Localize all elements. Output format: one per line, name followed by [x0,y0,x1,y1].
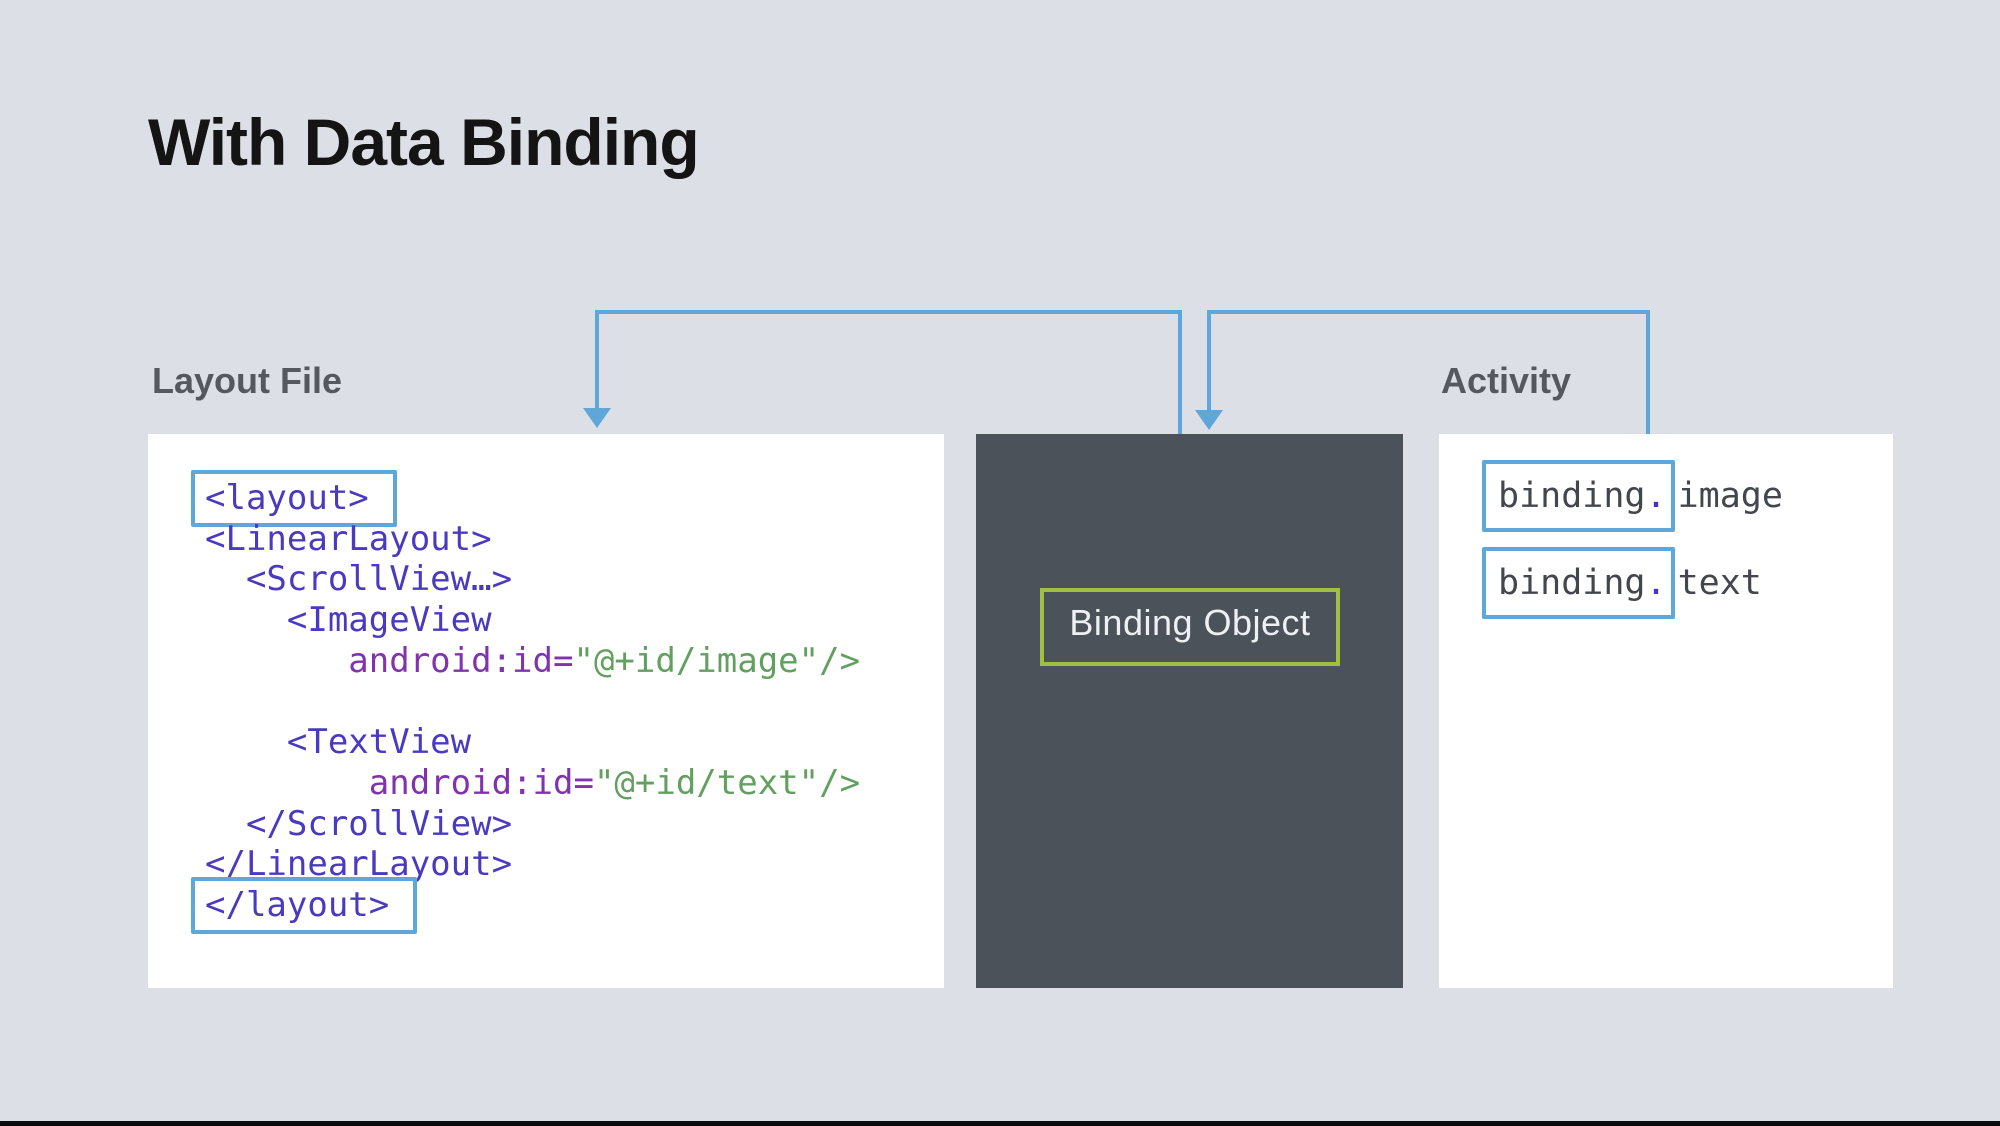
binding-object-panel: Binding Object [976,434,1403,988]
code-token: "@+id/text"/> [593,762,861,803]
binding-property: image [1677,476,1783,516]
code-token: <layout> [205,478,369,518]
binding-object-name: binding [1498,476,1646,516]
code-line: android:id="@+id/text"/> [205,763,860,804]
code-line: <layout> [191,470,860,527]
arrow-down-icon [583,408,611,428]
arrow-down-icon [1195,410,1223,430]
code-line: <ScrollView…> [205,559,860,600]
code-token [205,641,348,681]
bottom-edge-bar [0,1121,2000,1126]
code-token: <TextView [205,722,472,763]
code-highlight-box: </layout> [191,876,418,934]
code-token: <ScrollView…> [205,559,513,600]
code-token: </ScrollView> [205,803,513,844]
code-token: "@+id/image"/> [573,640,861,681]
binding-object-name: binding [1498,563,1646,603]
binding-property: text [1677,563,1762,603]
layout-code: <layout><LinearLayout> <ScrollView…> <Im… [191,470,860,934]
dot-separator: . [1645,476,1667,516]
binding-object-ref-box: binding. [1482,547,1675,619]
connector-binding-to-layout-stem [1178,310,1182,440]
code-line: </layout> [191,876,860,934]
code-line: android:id="@+id/image"/> [205,641,860,682]
connector-binding-to-layout-line [595,310,1182,314]
code-line: <TextView [205,722,860,763]
dot-separator: . [1645,563,1667,603]
code-token [205,763,369,803]
connector-activity-to-binding-drop [1207,310,1211,410]
binding-reference-row: binding.image [1482,460,1783,532]
connector-binding-to-layout-drop [595,310,599,410]
code-token: <LinearLayout> [205,518,492,559]
code-highlight-box: <layout> [191,470,397,527]
binding-object-box: Binding Object [1040,588,1340,666]
binding-object-label: Binding Object [1069,602,1311,643]
code-line: </ScrollView> [205,804,860,845]
layout-file-heading: Layout File [152,360,343,401]
binding-object-ref-box: binding. [1482,460,1675,532]
connector-activity-to-binding-line [1207,310,1650,314]
code-token: </layout> [205,884,390,925]
code-token: <ImageView [205,600,492,641]
code-token: android:id= [348,640,574,681]
activity-heading: Activity [1441,360,1572,401]
page-title: With Data Binding [148,105,700,179]
connector-activity-to-binding-stem [1646,310,1650,436]
code-line: <ImageView [205,600,860,641]
code-token: android:id= [368,762,594,803]
code-line: <LinearLayout> [205,519,860,560]
code-line [205,681,860,722]
binding-reference-row: binding.text [1482,547,1762,619]
activity-panel: binding.image binding.text [1439,434,1893,988]
